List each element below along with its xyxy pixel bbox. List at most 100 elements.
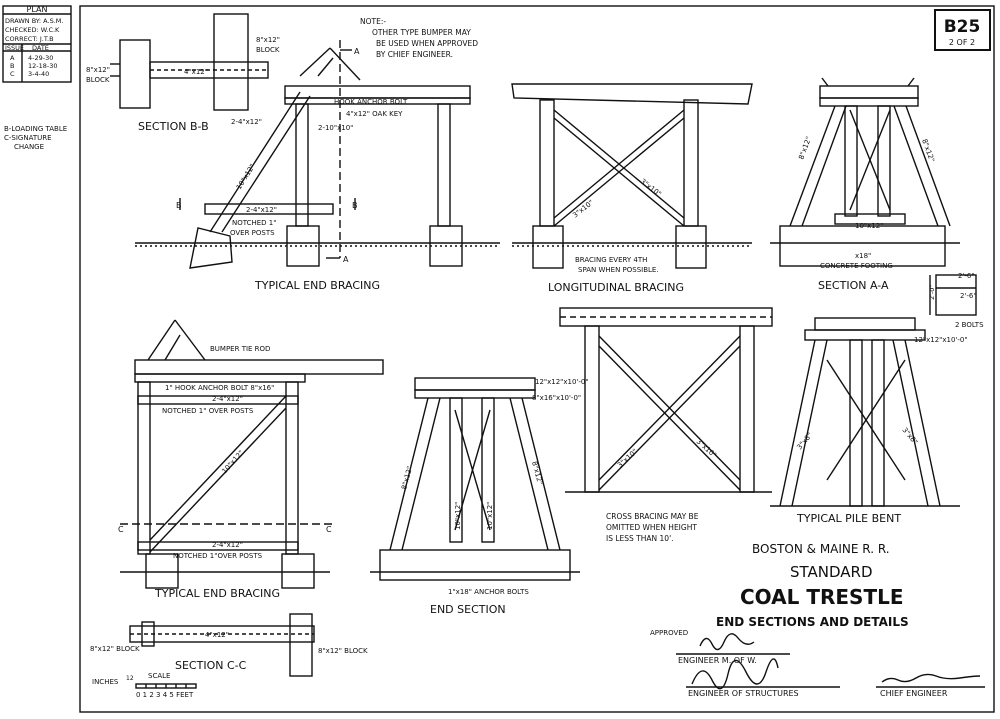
- lbl-two-4x12-b: 2-4"x12": [246, 206, 277, 214]
- lbl-block-a: 8"x12": [256, 36, 280, 44]
- sec-marker-a-top: A: [354, 47, 360, 56]
- plan-title: PLAN: [27, 5, 48, 14]
- lbl-two-4x12: 2-4"x12": [231, 118, 262, 126]
- lbl-x18: x18": [855, 252, 871, 260]
- typical-end-bracing-top-drawing: [135, 40, 500, 269]
- title-railroad: BOSTON & MAINE R. R.: [752, 542, 890, 556]
- note-l3: BE USED WHEN APPROVED: [376, 39, 478, 48]
- lbl-two-10x10: 2-10"x10": [318, 124, 353, 132]
- lbl-over-posts: OVER POSTS: [230, 229, 275, 237]
- lbl-pile-3x8-b: 3"x8": [900, 426, 919, 446]
- longitudinal-bracing-drawing: [511, 83, 753, 269]
- sec-marker-a-bottom: A: [343, 255, 349, 264]
- title-main: COAL TRESTLE: [740, 585, 904, 609]
- lbl-cross-bracing-1: CROSS BRACING MAY BE: [606, 512, 699, 521]
- lbl-concrete-footing: CONCRETE FOOTING: [820, 262, 893, 270]
- lbl-hook-anchor: HOOK ANCHOR BOLT: [334, 98, 408, 106]
- lbl-notched-over-posts-b: NOTCHED 1"OVER POSTS: [173, 552, 263, 560]
- sec-marker-b-left: B: [176, 201, 182, 210]
- rev-note-b: B-LOADING TABLE: [4, 125, 67, 133]
- rev-note-c1: C-SIGNATURE: [4, 134, 52, 142]
- sheet-sub: 2 OF 2: [949, 38, 975, 47]
- scale-bar: [135, 683, 197, 689]
- sheet-border: [79, 5, 995, 713]
- rev-a-date: 4-29-30: [28, 54, 53, 62]
- lbl-bracing-every-1: BRACING EVERY 4TH: [575, 256, 647, 264]
- lbl-dim-2-6b: 2'-6": [960, 292, 977, 300]
- note-l2: OTHER TYPE BUMPER MAY: [372, 28, 471, 37]
- lbl-block-b: 8"x12": [86, 66, 110, 74]
- title-section-bb: SECTION B-B: [138, 120, 209, 133]
- lbl-bot-two-4x12: 2-4"x12": [212, 395, 243, 403]
- lbl-notched-over-posts: NOTCHED 1" OVER POSTS: [162, 407, 254, 415]
- lbl-two-bolts: 2 BOLTS: [955, 321, 984, 329]
- scale-12: 12: [126, 675, 134, 682]
- rail-detail: [929, 274, 977, 316]
- lbl-hook-anchor-8x16: 1" HOOK ANCHOR BOLT 8"x16": [165, 384, 274, 392]
- correct-by: CORRECT: J.T.B: [5, 35, 54, 43]
- title-standard: STANDARD: [790, 563, 873, 581]
- section-cc-drawing: [129, 613, 315, 677]
- lbl-cross-bracing-3: IS LESS THAN 10'.: [606, 534, 674, 543]
- note-l4: BY CHIEF ENGINEER.: [376, 50, 453, 59]
- lbl-end-8x12-b: 8"x12": [530, 460, 544, 485]
- eng-structures-label: ENGINEER OF STRUCTURES: [688, 689, 799, 698]
- end-section-drawing: [370, 377, 580, 581]
- lbl-block-word-b: BLOCK: [86, 76, 110, 84]
- sec-marker-b-right: B: [352, 201, 358, 210]
- lbl-notched-1: NOTCHED 1": [232, 219, 276, 227]
- sec-marker-c-left: C: [118, 525, 124, 534]
- lbl-cross-bracing-2: OMITTED WHEN HEIGHT: [606, 523, 697, 532]
- scale-title: SCALE: [148, 672, 170, 680]
- typical-pile-bent-drawing: [770, 317, 960, 507]
- rev-b-issue: B: [10, 62, 14, 70]
- title-typical-pile-bent: TYPICAL PILE BENT: [796, 512, 901, 525]
- lbl-cc-8x12-b: 8"x12" BLOCK: [318, 647, 368, 655]
- title-typical-end-bracing-bottom: TYPICAL END BRACING: [154, 587, 280, 600]
- approved-label: APPROVED: [650, 629, 688, 637]
- title-section-cc: SECTION C-C: [175, 659, 247, 672]
- sheet-number: B25: [944, 17, 981, 37]
- rev-note-c2: CHANGE: [14, 143, 44, 151]
- lbl-end-10x12-b: 10"x12": [486, 502, 494, 530]
- lbl-end-8x16: 8"x16"x10'-0": [532, 394, 581, 402]
- lbl-tie-12x12: 12"x12"x10'-0": [914, 336, 968, 344]
- typical-end-bracing-bottom-drawing: [120, 319, 384, 589]
- checked-by: CHECKED: W.C.K: [5, 26, 60, 34]
- note-l1: NOTE:-: [360, 17, 386, 26]
- lbl-bot-two-4x12-b: 2-4"x12": [212, 541, 243, 549]
- lbl-dim-2-0: 2'-0": [928, 285, 936, 300]
- title-typical-end-bracing-top: TYPICAL END BRACING: [254, 279, 380, 292]
- title-longitudinal-bracing: LONGITUDINAL BRACING: [548, 281, 684, 294]
- rev-c-date: 3-4-40: [28, 70, 49, 78]
- title-sub: END SECTIONS AND DETAILS: [716, 615, 909, 629]
- scale-inches: INCHES: [92, 678, 119, 686]
- lbl-plank-4x12: 4"x12": [184, 68, 208, 76]
- title-end-section: END SECTION: [430, 603, 506, 616]
- lbl-cc-4x12: 4"x12": [205, 631, 229, 639]
- signature-mw: [699, 633, 755, 651]
- lbl-cc-8x12-a: 8"x12" BLOCK: [90, 645, 140, 653]
- chief-engineer-label: CHIEF ENGINEER: [880, 689, 948, 698]
- lbl-end-10x12-a: 10"x12": [454, 502, 462, 530]
- lbl-oak-key: 4"x12" OAK KEY: [346, 110, 403, 118]
- lbl-bumper-tie-rod: BUMPER TIE ROD: [210, 345, 270, 353]
- eng-mw-label: ENGINEER M. OF W.: [678, 656, 757, 665]
- section-bb-drawing: [110, 13, 269, 111]
- rev-c-issue: C: [10, 70, 15, 78]
- signature-chief: [881, 673, 981, 683]
- lbl-bracing-every-2: SPAN WHEN POSSIBLE.: [578, 266, 659, 274]
- lbl-end-8x12-a: 8"x12": [400, 465, 414, 490]
- rev-b-date: 12-18-30: [28, 62, 58, 70]
- col-issue: ISSUE: [5, 44, 24, 52]
- lbl-brace-3x10-b: 3"x10": [639, 177, 663, 198]
- lower-longitudinal-drawing: [559, 307, 773, 493]
- lbl-block-word-a: BLOCK: [256, 46, 280, 54]
- lbl-end-12x12: 12"x12"x10'-0": [535, 378, 589, 386]
- lbl-anchor-bolts: 1"x18" ANCHOR BOLTS: [448, 588, 529, 596]
- rev-a-issue: A: [10, 54, 15, 62]
- sec-marker-c-right: C: [326, 525, 332, 534]
- scale-numbers: 0 1 2 3 4 5 FEET: [136, 691, 194, 699]
- lbl-aa-8x12-a: 8"x12": [797, 135, 813, 160]
